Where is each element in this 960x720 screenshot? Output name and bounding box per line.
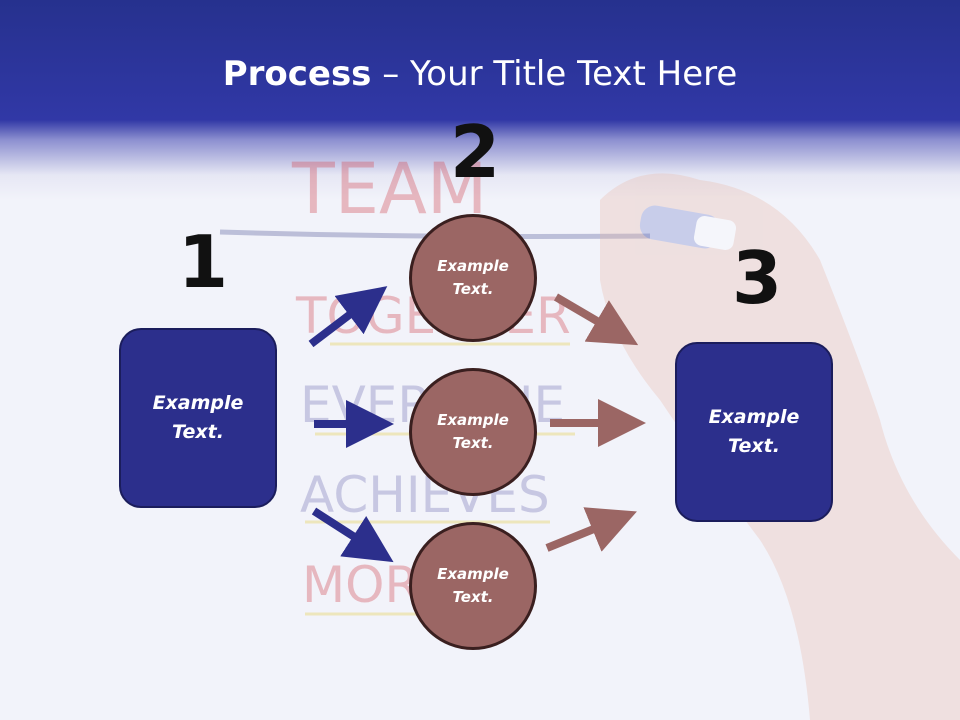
step-number-1: 1 (178, 220, 229, 304)
title-bold: Process (222, 54, 372, 94)
right-step-text: Example Text. (708, 406, 800, 457)
circle-middle: Example Text. (409, 368, 537, 496)
step-number-3: 3 (732, 236, 783, 320)
title-bar (0, 0, 960, 200)
circle-top-text: Example Text. (437, 257, 509, 298)
circle-middle-text: Example Text. (437, 411, 509, 452)
circle-bottom: Example Text. (409, 522, 537, 650)
left-step-text: Example Text. (152, 392, 244, 443)
title-rest: – Your Title Text Here (371, 54, 738, 94)
arrow-brown-up (545, 507, 637, 552)
arrow-blue-up (308, 286, 388, 348)
slide-title: Process – Your Title Text Here (0, 52, 960, 96)
arrow-blue-down (311, 507, 394, 563)
right-step-box: Example Text. (675, 342, 833, 522)
left-step-box: Example Text. (119, 328, 277, 508)
step-number-2: 2 (450, 110, 501, 194)
arrow-brown-down (553, 293, 639, 346)
circle-top: Example Text. (409, 214, 537, 342)
circle-bottom-text: Example Text. (437, 565, 509, 606)
